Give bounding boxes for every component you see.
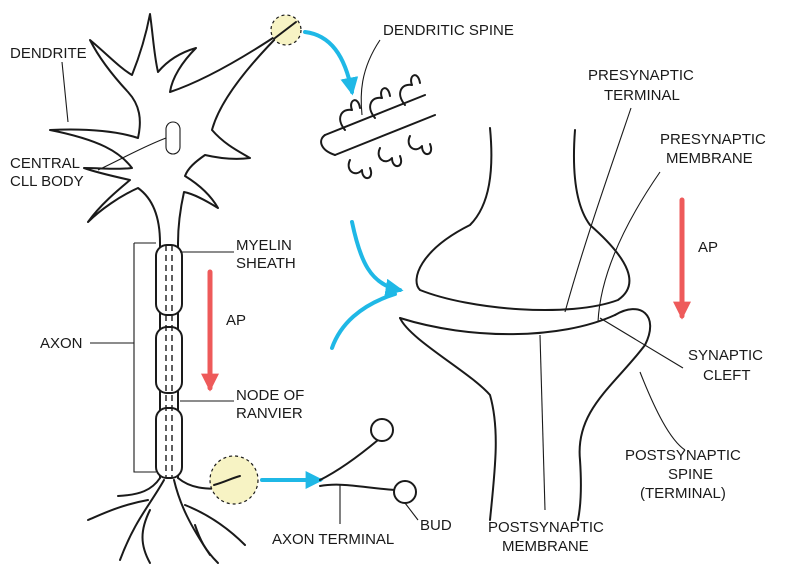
- label-presyn-membrane-1: PRESYNAPTIC: [660, 131, 766, 148]
- postsynaptic-spine-left: [399, 317, 497, 521]
- label-presyn-membrane-2: MEMBRANE: [666, 150, 753, 167]
- label-ap-right: AP: [698, 239, 718, 256]
- label-postsyn-spine-3: (TERMINAL): [640, 485, 726, 502]
- label-postsyn-spine-2: SPINE: [668, 466, 713, 483]
- myelin-segment: [155, 326, 183, 394]
- label-cleft-1: SYNAPTIC: [688, 347, 763, 364]
- flow-arrow: [350, 220, 404, 297]
- labels: DENDRITE CENTRAL CLL BODY DENDRITIC SPIN…: [10, 22, 766, 555]
- label-presyn-terminal-2: TERMINAL: [604, 87, 680, 104]
- dendritic-spine-detail: [320, 74, 436, 179]
- presynaptic-terminal: [415, 127, 631, 312]
- axon: [155, 242, 183, 479]
- label-myelin-1: MYELIN: [236, 237, 292, 254]
- label-central-body-1: CENTRAL: [10, 155, 80, 172]
- label-postsyn-membrane-2: MEMBRANE: [502, 538, 589, 555]
- postsynaptic-spine-right: [577, 308, 652, 521]
- label-axon: AXON: [40, 335, 83, 352]
- flow-arrow: [303, 30, 359, 96]
- label-axon-terminal: AXON TERMINAL: [272, 531, 394, 548]
- label-bud: BUD: [420, 517, 452, 534]
- label-cleft-2: CLEFT: [703, 367, 751, 384]
- synapse: [399, 127, 652, 521]
- label-postsyn-spine-1: POSTSYNAPTIC: [625, 447, 741, 464]
- label-node-2: RANVIER: [236, 405, 303, 422]
- label-ap-left: AP: [226, 312, 246, 329]
- nucleus: [165, 121, 181, 155]
- label-dendritic-spine: DENDRITIC SPINE: [383, 22, 514, 39]
- label-myelin-2: SHEATH: [236, 255, 296, 272]
- label-node-1: NODE OF: [236, 387, 304, 404]
- flow-arrow: [330, 292, 397, 350]
- terminal-bud: [370, 418, 394, 442]
- terminal-bud: [393, 480, 417, 504]
- leader-lines: [61, 39, 686, 524]
- flow-arrows: [260, 30, 404, 489]
- label-presyn-terminal-1: PRESYNAPTIC: [588, 67, 694, 84]
- axon-terminal-highlight: [209, 455, 259, 505]
- label-dendrite: DENDRITE: [10, 45, 87, 62]
- myelin-segment: [155, 407, 183, 479]
- axon-terminal-branches: [87, 477, 246, 564]
- myelin-segment: [155, 244, 183, 316]
- label-postsyn-membrane-1: POSTSYNAPTIC: [488, 519, 604, 536]
- label-central-body-2: CLL BODY: [10, 173, 84, 190]
- axon-terminal-detail: [319, 418, 417, 504]
